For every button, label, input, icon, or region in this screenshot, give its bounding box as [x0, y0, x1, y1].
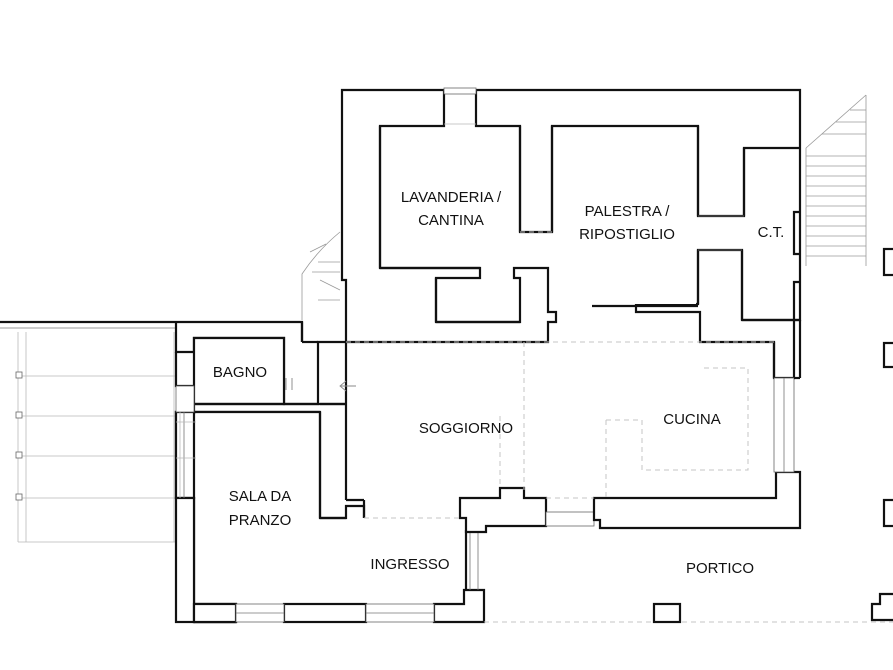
- room-label-palestra-line1: PALESTRA /: [585, 203, 671, 220]
- lower-block-walls: [174, 320, 893, 624]
- room-label-lavanderia-line1: LAVANDERIA /: [401, 189, 502, 206]
- kitchen-layout: [499, 342, 749, 498]
- room-label-palestra-line2: RIPOSTIGLIO: [579, 226, 675, 243]
- exterior-stairs: [805, 94, 867, 266]
- room-label-ingresso: INGRESSO: [370, 556, 449, 573]
- upper-block-walls: [340, 87, 802, 380]
- room-label-ct: C.T.: [758, 224, 785, 241]
- portico-pillar: [652, 602, 682, 624]
- room-label-portico: PORTICO: [686, 560, 754, 577]
- pergola: [0, 320, 176, 543]
- right-edge-walls: [870, 247, 893, 622]
- room-label-cucina: CUCINA: [663, 411, 721, 428]
- room-label-soggiorno: SOGGIORNO: [419, 420, 513, 437]
- room-label-sala-line1: SALA DA: [229, 488, 292, 505]
- room-label-lavanderia-line2: CANTINA: [418, 212, 484, 229]
- room-label-bagno: BAGNO: [213, 364, 267, 381]
- room-label-sala-line2: PRANZO: [229, 512, 292, 529]
